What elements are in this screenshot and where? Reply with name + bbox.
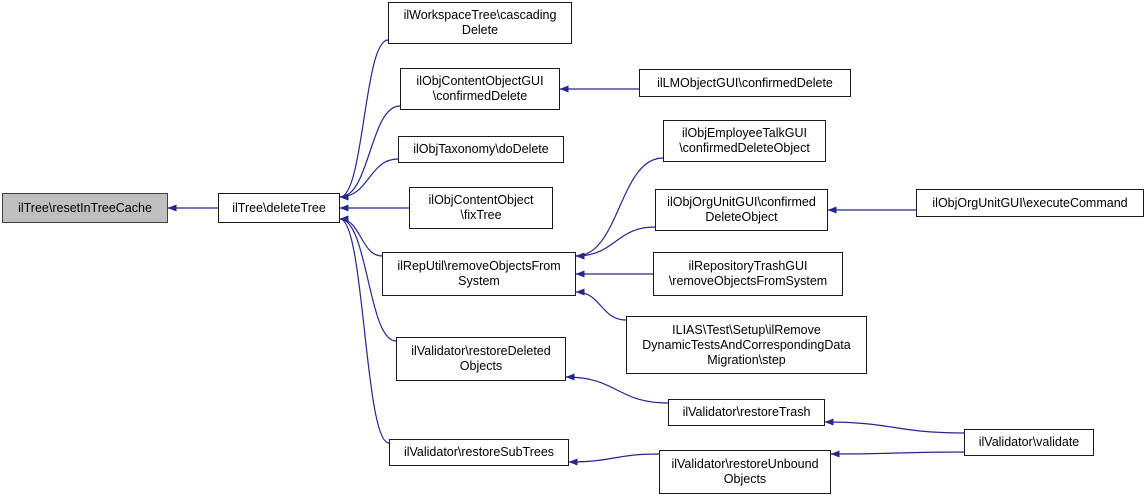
edge-contentObjectGuiConfirmedDelete-to-deleteTree bbox=[339, 105, 401, 201]
edge-restoreDeletedObjects-to-deleteTree bbox=[339, 215, 397, 342]
edge-restoreUnboundObjects-to-restoreSubTrees bbox=[568, 453, 660, 466]
graph-node-restoreTrash[interactable]: ilValidator\restoreTrash bbox=[668, 399, 825, 426]
graph-node-orgUnitGuiConfirmedDeleteObject[interactable]: ilObjOrgUnitGUI\confirmed DeleteObject bbox=[655, 189, 828, 231]
graph-node-deleteTree[interactable]: ilTree\deleteTree bbox=[218, 193, 340, 223]
graph-node-resetInTreeCache[interactable]: ilTree\resetInTreeCache bbox=[2, 193, 168, 223]
graph-node-taxonomyDoDelete[interactable]: ilObjTaxonomy\doDelete bbox=[398, 136, 564, 163]
edge-paths bbox=[167, 39, 965, 466]
edge-employeeTalkGui-to-repUtilRemoveObjects bbox=[575, 157, 664, 260]
edge-orgUnitGuiConfirmedDeleteObject-to-repUtilRemoveObjects bbox=[575, 226, 656, 260]
edge-validate-to-restoreUnboundObjects bbox=[830, 450, 965, 458]
edge-cascadingDelete-to-deleteTree bbox=[339, 39, 389, 201]
graph-node-cascadingDelete[interactable]: ilWorkspaceTree\cascading Delete bbox=[388, 2, 572, 44]
graph-node-lmObjectGuiConfirmedDelete[interactable]: ilLMObjectGUI\confirmedDelete bbox=[639, 69, 851, 97]
graph-node-contentObjectFixTree[interactable]: ilObjContentObject \fixTree bbox=[409, 187, 553, 229]
edge-restoreTrash-to-restoreDeletedObjects bbox=[565, 373, 669, 404]
graph-node-restoreUnboundObjects[interactable]: ilValidator\restoreUnbound Objects bbox=[659, 450, 831, 494]
graph-node-restoreSubTrees[interactable]: ilValidator\restoreSubTrees bbox=[389, 439, 569, 466]
graph-node-employeeTalkGui[interactable]: ilObjEmployeeTalkGUI \confirmedDeleteObj… bbox=[663, 120, 826, 162]
graph-node-restoreDeletedObjects[interactable]: ilValidator\restoreDeleted Objects bbox=[396, 337, 566, 381]
edge-restoreSubTrees-to-deleteTree bbox=[339, 215, 390, 444]
graph-node-contentObjectGuiConfirmedDelete[interactable]: ilObjContentObjectGUI \confirmedDelete bbox=[400, 68, 560, 110]
graph-node-repUtilRemoveObjects[interactable]: ilRepUtil\removeObjectsFrom System bbox=[382, 252, 576, 296]
graph-node-removeDynamicTestsMigration[interactable]: ILIAS\Test\Setup\ilRemove DynamicTestsAn… bbox=[626, 316, 867, 374]
edge-validate-to-restoreTrash bbox=[824, 418, 965, 434]
edge-taxonomyDoDelete-to-deleteTree bbox=[339, 158, 399, 201]
graph-node-orgUnitGuiExecuteCommand[interactable]: ilObjOrgUnitGUI\executeCommand bbox=[916, 189, 1144, 217]
graph-node-validate[interactable]: ilValidator\validate bbox=[964, 429, 1094, 456]
graph-node-repositoryTrashGui[interactable]: ilRepositoryTrashGUI \removeObjectsFromS… bbox=[653, 252, 843, 296]
edge-removeDynamicTestsMigration-to-repUtilRemoveObjects bbox=[575, 288, 627, 321]
